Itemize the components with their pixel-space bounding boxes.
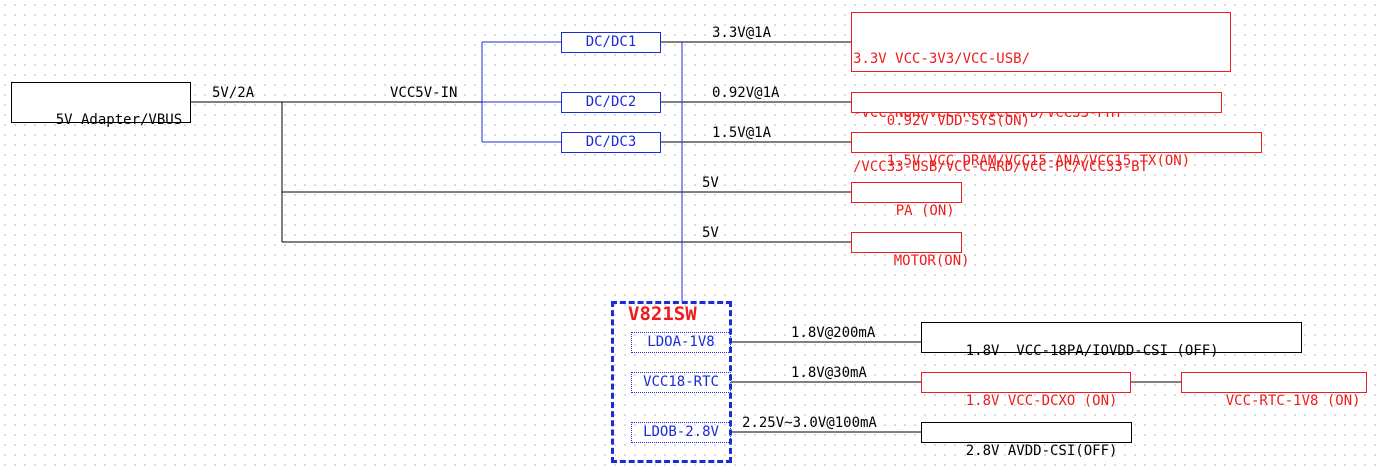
ldob-load-label: 2.8V AVDD-CSI(OFF) <box>965 443 1118 459</box>
dcdc1-box: DC/DC1 <box>561 32 661 53</box>
ldoa-load-box: 1.8V VCC-18PA/IOVDD-CSI (OFF) <box>921 322 1302 359</box>
dcdc3-load-label: 1.5V VCC-DRAM/VCC15-ANA/VCC15-TX(ON) <box>886 153 1191 169</box>
dcdc1-load-box: 3.3V VCC-3V3/VCC-USB/ -VCC-NOR/VCC-RF/VC… <box>851 12 1231 175</box>
dcdc1-load-line-3: /VCC33-USB/VCC-CARD/VCC-PC/VCC33-BT <box>853 158 1230 176</box>
rtc-load-box: 1.8V VCC-DCXO (ON) <box>921 372 1131 409</box>
ldob-rail-box: LDOB-2.8V <box>631 422 731 443</box>
rtc-secondary-load-box: VCC-RTC-1V8 (ON) <box>1181 372 1367 409</box>
ldoa-rail-box: LDOA-1V8 <box>631 332 731 353</box>
dcdc2-box: DC/DC2 <box>561 92 661 113</box>
source-output-label: 5V/2A <box>212 85 255 101</box>
chip-title: V821SW <box>628 303 697 325</box>
dcdc2-load-box: 0.92V VDD-SYS(ON) <box>851 92 1222 129</box>
pa-voltage-label: 5V <box>702 175 719 191</box>
dcdc2-output-label: 0.92V@1A <box>712 85 780 101</box>
dcdc3-box: DC/DC3 <box>561 132 661 153</box>
rtc-load-label: 1.8V VCC-DCXO (ON) <box>965 393 1118 409</box>
pa-load-label: PA (ON) <box>895 203 955 219</box>
ldoa-load-label: 1.8V VCC-18PA/IOVDD-CSI (OFF) <box>965 343 1219 359</box>
dcdc2-load-label: 0.92V VDD-SYS(ON) <box>886 113 1031 129</box>
dcdc3-load-box: 1.5V VCC-DRAM/VCC15-ANA/VCC15-TX(ON) <box>851 132 1262 169</box>
dcdc1-output-label: 3.3V@1A <box>712 25 772 41</box>
dcdc1-load-line-1: 3.3V VCC-3V3/VCC-USB/ <box>853 51 1031 67</box>
motor-load-label: MOTOR(ON) <box>893 253 970 269</box>
ldob-load-box: 2.8V AVDD-CSI(OFF) <box>921 422 1132 459</box>
bus-label: VCC5V-IN <box>390 85 458 101</box>
source-box: 5V Adapter/VBUS <box>11 82 191 128</box>
rtc-rail-box: VCC18-RTC <box>631 372 731 393</box>
pa-load-box: PA (ON) <box>851 182 962 219</box>
ldoa-output-label: 1.8V@200mA <box>791 325 876 341</box>
dcdc3-output-label: 1.5V@1A <box>712 125 772 141</box>
ldob-output-label: 2.25V~3.0V@100mA <box>742 415 877 431</box>
rtc-output-label: 1.8V@30mA <box>791 365 867 381</box>
source-label: 5V Adapter/VBUS <box>55 112 183 128</box>
rtc-secondary-load-label: VCC-RTC-1V8 (ON) <box>1225 393 1361 409</box>
motor-voltage-label: 5V <box>702 225 719 241</box>
motor-load-box: MOTOR(ON) <box>851 232 970 269</box>
